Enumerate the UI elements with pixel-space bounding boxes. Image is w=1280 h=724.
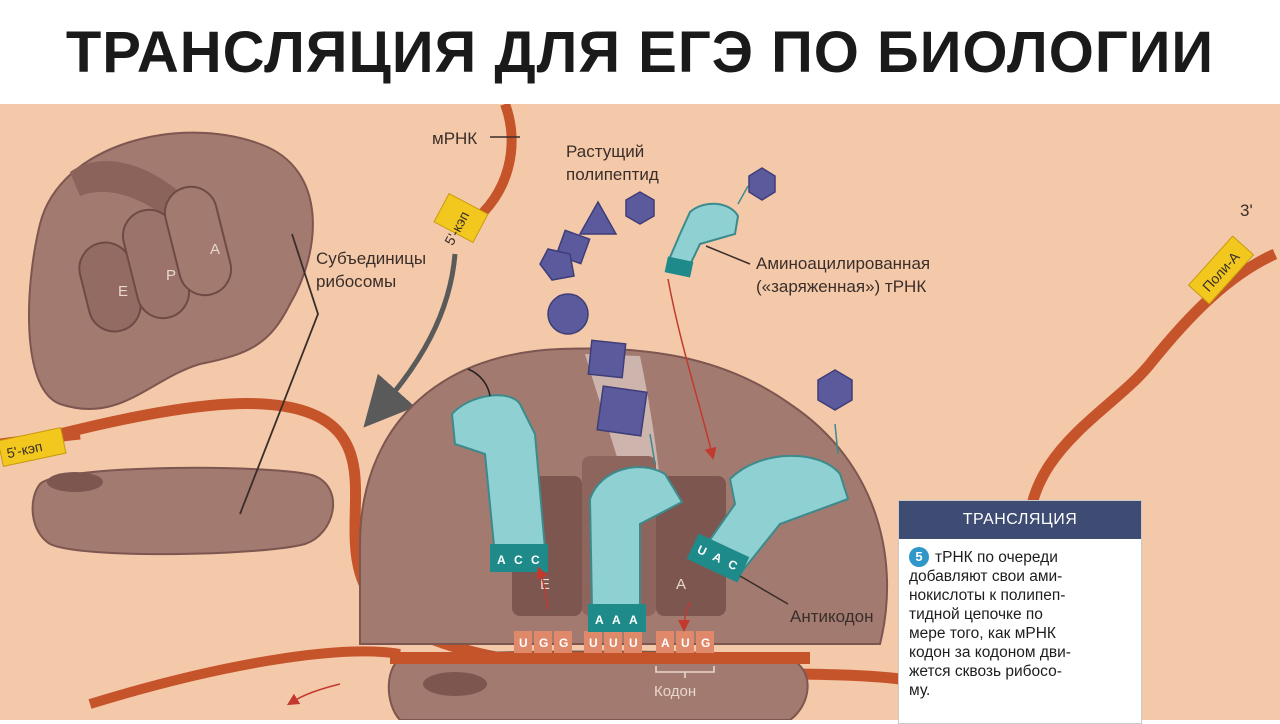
codon-label: Кодон — [654, 683, 696, 700]
trna-exit-arrow — [536, 566, 549, 610]
diagram-canvas: E P A 5'-кэп 5'-кэп мРНК Поли-А 3' — [0, 104, 1280, 720]
info-line-2: добавляют свои ами- — [909, 568, 1063, 585]
step-badge: 5 — [909, 547, 929, 567]
anticodon-e-2: C — [514, 553, 523, 567]
info-line-5: мере того, как мРНК — [909, 625, 1056, 642]
small-subunit-groove — [47, 472, 103, 492]
poly-a-tag — [1187, 235, 1255, 305]
mrna-base-5: U — [609, 636, 618, 650]
ribosome-site-e: E — [540, 576, 550, 593]
trna-p-site: A A A — [588, 466, 684, 632]
cap-left-label: 5'-кэп — [5, 438, 44, 461]
anticodon-e-1: A — [497, 553, 506, 567]
subunits-pointer — [239, 233, 319, 515]
cap-top — [433, 192, 489, 244]
ribosome-site-a: A — [676, 576, 686, 593]
anticodon-label: Антикодон — [790, 607, 873, 626]
mrna-base-2: G — [539, 636, 548, 650]
codon-bracket — [655, 666, 715, 678]
ribosome-a-slot — [656, 476, 726, 616]
subunit-sites: E P A — [78, 185, 233, 333]
three-prime-label: 3' — [1240, 201, 1253, 220]
mrna-strand-bottom — [88, 646, 401, 709]
mrna-strand-right — [58, 248, 1278, 686]
charged-trna — [664, 167, 776, 278]
mrna-base-8: U — [681, 636, 690, 650]
mrna-base-4: U — [589, 636, 598, 650]
anticodon-pointer — [739, 575, 789, 605]
subunit-site-a: A — [210, 241, 220, 258]
mrna-movement-arrow — [286, 683, 341, 706]
anticodon-e-3: C — [531, 553, 540, 567]
ribosome-small-groove — [423, 672, 487, 696]
mrna-base-3: G — [559, 636, 568, 650]
mrna-base-1: U — [519, 636, 528, 650]
info-line-3: нокислоты к полипеп- — [909, 587, 1066, 604]
info-line-8: му. — [909, 682, 931, 699]
title-bar: ТРАНСЛЯЦИЯ ДЛЯ ЕГЭ ПО БИОЛОГИИ — [0, 0, 1280, 104]
mrna-label: мРНК — [432, 129, 477, 148]
aminoacyl-label-line2: («заряженная») тРНК — [756, 277, 926, 296]
subunit-site-e: E — [118, 283, 128, 300]
subunits-label-line2: рибосомы — [316, 272, 396, 291]
small-subunit — [31, 466, 334, 556]
subunit-site-p: P — [166, 267, 176, 284]
polypeptide-label-line1: Растущий — [566, 142, 644, 161]
mrna-base-7: A — [661, 636, 670, 650]
trna-e-site: A C C — [450, 368, 548, 572]
aminoacyl-pointer — [705, 245, 751, 265]
anticodon-p-1: A — [595, 613, 604, 627]
subunits-label-line1: Субъединицы — [316, 249, 426, 268]
mrna-base-6: U — [629, 636, 638, 650]
info-line-6: кодон за кодоном дви- — [909, 644, 1071, 661]
translation-diagram: E P A 5'-кэп 5'-кэп мРНК Поли-А 3' — [0, 104, 1280, 724]
info-line-7: жется сквозь рибосо- — [909, 663, 1062, 680]
cap-left — [0, 427, 67, 467]
page-title: ТРАНСЛЯЦИЯ ДЛЯ ЕГЭ ПО БИОЛОГИИ — [65, 19, 1215, 85]
mrna-base-9: G — [701, 636, 710, 650]
mrna-in-ribosome — [390, 652, 810, 664]
anticodon-p-3: A — [629, 613, 638, 627]
trna-shift-arrow — [678, 601, 691, 632]
trna-a-site: U A C — [686, 423, 850, 583]
info-box-header: ТРАНСЛЯЦИЯ — [899, 501, 1141, 539]
trna-entry-arrow — [667, 278, 717, 460]
polypeptide-chain — [539, 191, 853, 465]
mrna-codons: U G G U U U A U G — [514, 631, 714, 653]
aminoacyl-label-line1: Аминоацилированная — [756, 254, 930, 273]
assembly-arrow — [363, 253, 458, 428]
info-line-4: тидной цепочке по — [909, 606, 1043, 623]
polypeptide-label-line2: полипептид — [566, 165, 659, 184]
anticodon-p-2: A — [612, 613, 621, 627]
